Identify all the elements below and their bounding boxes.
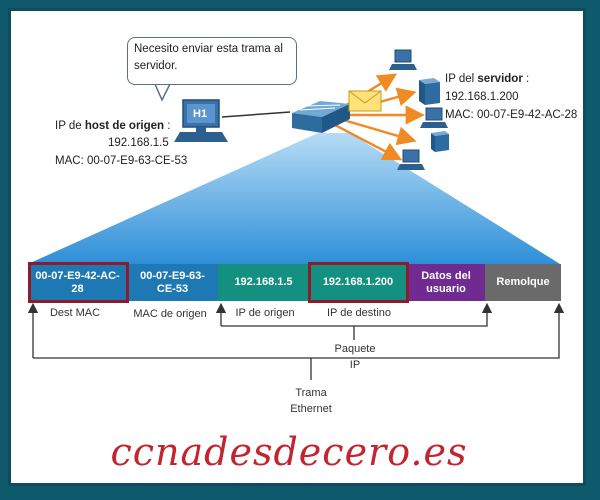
pc-top-icon [389, 49, 417, 70]
host-mac: MAC: 00-07-E9-63-CE-53 [55, 155, 188, 167]
host-ip-value: 192.168.1.5 [108, 137, 169, 149]
pc-bottom-icon [397, 149, 425, 170]
label-packet-ip: Paquete IP [330, 341, 380, 373]
host-switch-cable [221, 111, 291, 118]
packet-bracket [215, 302, 493, 340]
server-ip-value: 192.168.1.200 [445, 91, 519, 103]
label-src-ip: IP de origen [235, 307, 295, 319]
field-trailer: Remolque [485, 264, 561, 301]
label-dst-ip: IP de destino [326, 307, 391, 319]
server-mac: MAC: 00-07-E9-42-AC-28 [445, 109, 578, 121]
zoom-fan [28, 133, 560, 264]
server-icon [419, 78, 440, 105]
server-ip-bold: servidor [477, 73, 523, 85]
highlight-dest-mac [28, 262, 129, 303]
field-user-data: Datos del usuario [407, 264, 485, 301]
host-ip-title: IP de host de origen : [55, 118, 170, 134]
host-label: H1 [193, 108, 208, 120]
ethernet-bracket [27, 302, 565, 380]
speech-bubble: Necesito enviar esta trama al servidor. [127, 37, 297, 85]
label-src-mac: MAC de origen [130, 306, 210, 322]
label-ethernet-frame-text: Trama Ethernet [290, 387, 332, 415]
field-dest-mac: 00-07-E9-42-AC-28 [28, 264, 127, 301]
server-ip-suffix: : [522, 73, 530, 85]
bubble-text: Necesito enviar esta trama al servidor. [134, 43, 283, 72]
server-ip-title: IP del servidor : [445, 71, 529, 87]
host-ip-prefix: IP de [55, 120, 85, 132]
label-packet-ip-text: Paquete IP [334, 343, 376, 371]
host-ip-bold: host de origen [84, 120, 165, 132]
host-ip-suffix: : [164, 120, 171, 132]
field-src-ip: 192.168.1.5 [218, 264, 309, 301]
field-dst-ip: 192.168.1.200 [309, 264, 407, 301]
server-ip-prefix: IP del [445, 73, 478, 85]
brand-watermark: ccnadesdecero.es [110, 430, 468, 474]
pc-middle-icon [420, 107, 448, 128]
field-src-mac: 00-07-E9-63-CE-53 [127, 264, 218, 301]
bubble-tail [153, 83, 172, 102]
envelope-icon [348, 90, 382, 112]
label-ethernet-frame: Trama Ethernet [283, 385, 339, 417]
highlight-dst-ip [308, 262, 409, 303]
host-computer-icon [174, 99, 228, 142]
label-src-mac-text: MAC de origen [133, 308, 207, 320]
switch-icon [292, 101, 350, 133]
pc-tower-icon [431, 131, 449, 152]
label-dest-mac: Dest MAC [49, 307, 101, 319]
